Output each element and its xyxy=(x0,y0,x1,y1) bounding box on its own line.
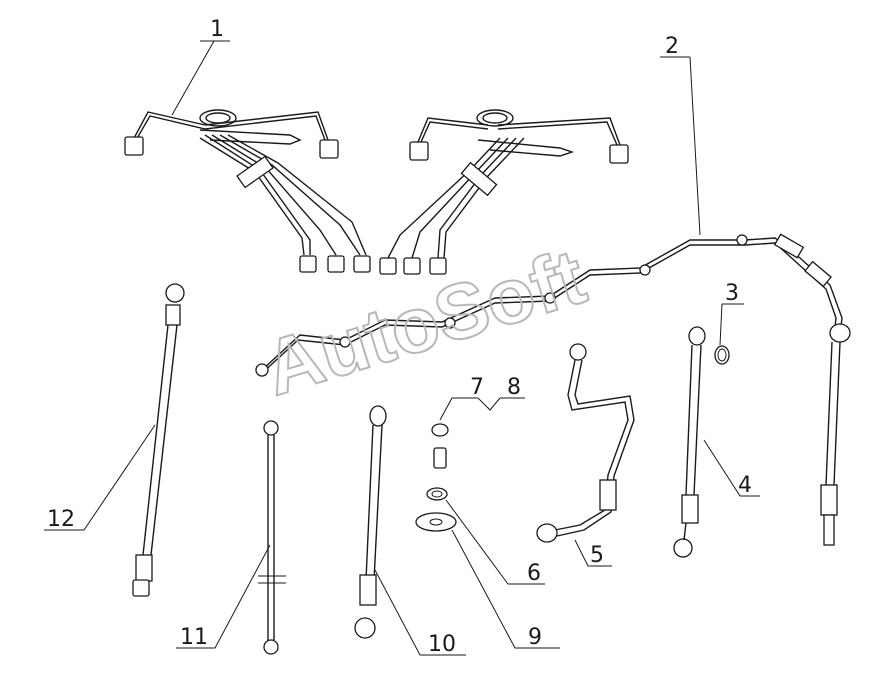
part-1-right-pipe-bundle xyxy=(379,109,629,275)
part-11-straight-pipe xyxy=(258,420,286,655)
part-4-hose xyxy=(673,326,706,558)
callout-numbers: 1 2 3 4 5 6 7 8 9 10 11 12 xyxy=(47,17,752,657)
callout-1: 1 xyxy=(210,17,224,42)
part-3-washer xyxy=(714,345,730,365)
part-6-washer xyxy=(426,487,448,501)
callout-2: 2 xyxy=(665,34,679,59)
part-7-8-nut-bolt xyxy=(431,423,449,469)
part-2-return-line xyxy=(255,233,851,546)
part-10-hose xyxy=(354,405,387,639)
callout-6: 6 xyxy=(527,561,541,586)
callout-7: 7 xyxy=(470,375,484,400)
callout-5: 5 xyxy=(590,543,604,568)
callout-9: 9 xyxy=(528,625,542,650)
callout-3: 3 xyxy=(725,281,739,306)
part-12-hose xyxy=(132,283,185,597)
callout-10: 10 xyxy=(428,632,456,657)
part-5-bent-pipe xyxy=(536,343,635,543)
leader-lines xyxy=(44,40,760,656)
callout-8: 8 xyxy=(507,375,521,400)
callout-11: 11 xyxy=(180,625,208,650)
callout-4: 4 xyxy=(738,473,752,498)
part-1-left-pipe-bundle xyxy=(124,109,371,273)
callout-12: 12 xyxy=(47,507,75,532)
part-9-flat-washer xyxy=(415,512,457,532)
